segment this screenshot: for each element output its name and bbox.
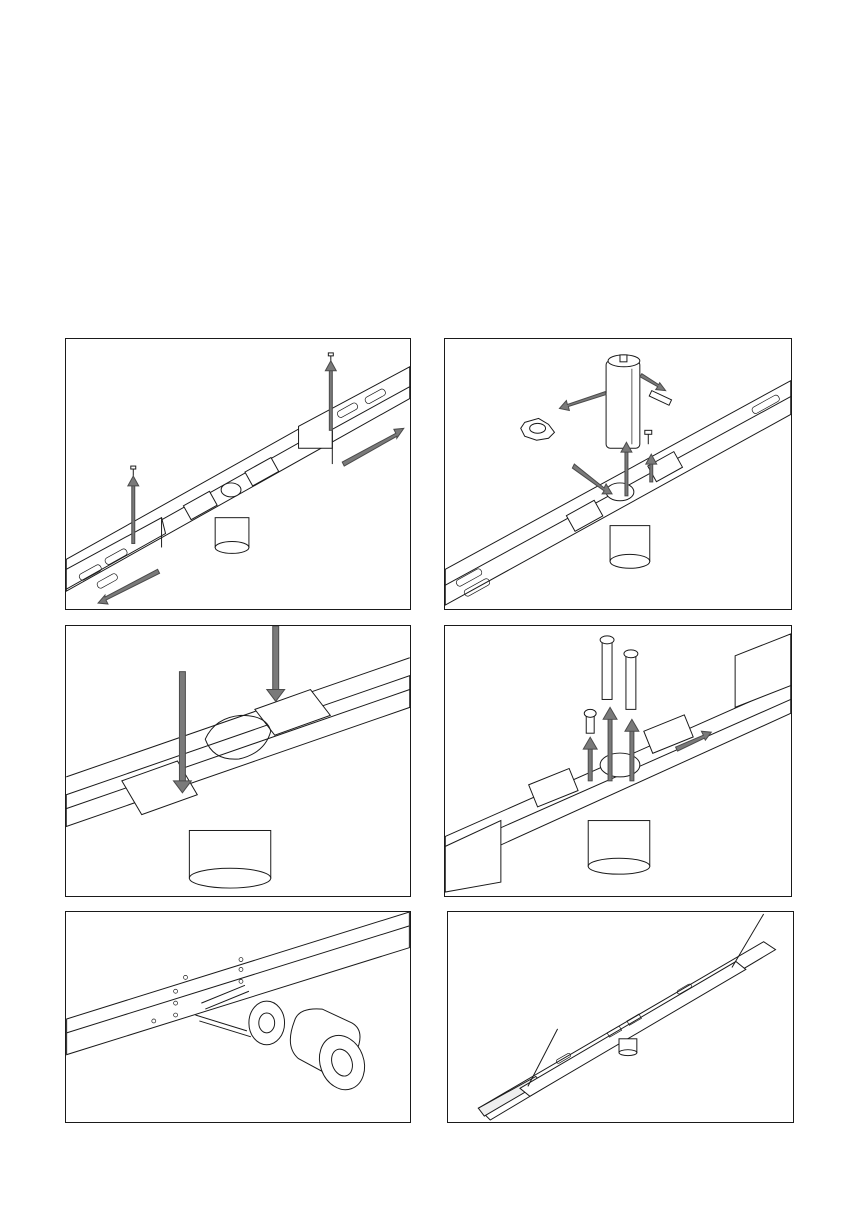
panel-4-drawing	[445, 626, 791, 896]
diagram-panel-4	[444, 625, 792, 897]
diagram-panel-3	[65, 625, 411, 897]
diagram-panel-2	[444, 338, 792, 610]
panel-5-drawing	[66, 912, 410, 1122]
diagram-panel-5	[65, 911, 411, 1123]
panel-3-drawing	[66, 626, 410, 896]
panel-1-drawing	[66, 339, 410, 609]
lock-cylinder-icon	[606, 355, 640, 448]
panel-6-drawing	[448, 912, 793, 1122]
panel-2-drawing	[445, 339, 791, 609]
round-cylinder-icon	[195, 985, 372, 1096]
cam-icon	[521, 418, 555, 440]
diagram-panel-6	[447, 911, 794, 1123]
diagram-panel-1	[65, 338, 411, 610]
